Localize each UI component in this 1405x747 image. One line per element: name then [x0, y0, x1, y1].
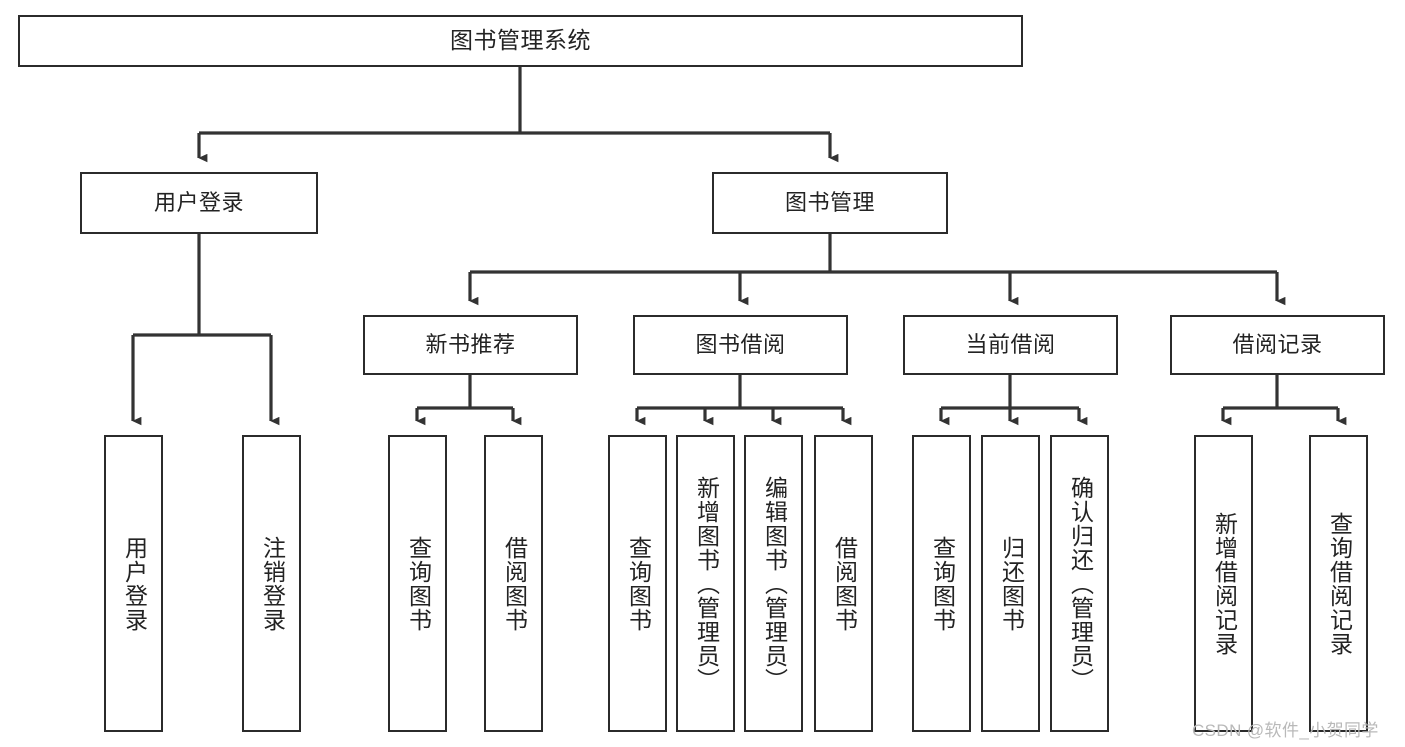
leaf-current-query-book-label: 查询图书	[929, 535, 956, 632]
leaf-borrow-borrow-book[interactable]: 借阅图书	[814, 435, 873, 732]
leaf-borrow-add-book-admin[interactable]: 新增图书（管理员）	[676, 435, 735, 732]
node-book-borrow[interactable]: 图书借阅	[633, 315, 848, 375]
leaf-current-confirm-return-admin[interactable]: 确认归还（管理员）	[1050, 435, 1109, 732]
leaf-user-login-login[interactable]: 用户登录	[104, 435, 163, 732]
leaf-recommend-borrow-book[interactable]: 借阅图书	[484, 435, 543, 732]
node-book-borrow-label: 图书借阅	[695, 331, 786, 357]
node-new-book-recommend[interactable]: 新书推荐	[363, 315, 578, 375]
node-borrow-record[interactable]: 借阅记录	[1170, 315, 1385, 375]
node-root-system[interactable]: 图书管理系统	[18, 15, 1023, 67]
leaf-record-query-record[interactable]: 查询借阅记录	[1309, 435, 1368, 732]
leaf-borrow-add-book-admin-label: 新增图书（管理员）	[693, 475, 720, 692]
node-user-login-label: 用户登录	[153, 189, 244, 215]
leaf-user-login-logout[interactable]: 注销登录	[242, 435, 301, 732]
node-root-system-label: 图书管理系统	[450, 27, 591, 54]
leaf-current-return-book[interactable]: 归还图书	[981, 435, 1040, 732]
leaf-user-login-login-label: 用户登录	[121, 535, 148, 632]
leaf-record-query-record-label: 查询借阅记录	[1326, 511, 1353, 656]
leaf-borrow-query-book[interactable]: 查询图书	[608, 435, 667, 732]
node-new-book-recommend-label: 新书推荐	[425, 331, 516, 357]
csdn-watermark: CSDN @软件_小贺同学	[1192, 721, 1379, 740]
leaf-borrow-query-book-label: 查询图书	[625, 535, 652, 632]
node-borrow-record-label: 借阅记录	[1232, 331, 1323, 357]
leaf-borrow-borrow-book-label: 借阅图书	[831, 535, 858, 632]
leaf-record-add-record[interactable]: 新增借阅记录	[1194, 435, 1253, 732]
leaf-recommend-query-book[interactable]: 查询图书	[388, 435, 447, 732]
leaf-record-add-record-label: 新增借阅记录	[1211, 511, 1238, 656]
node-book-management[interactable]: 图书管理	[712, 172, 948, 234]
node-user-login[interactable]: 用户登录	[80, 172, 318, 234]
node-current-borrow-label: 当前借阅	[965, 331, 1056, 357]
node-book-management-label: 图书管理	[784, 189, 875, 215]
leaf-current-return-book-label: 归还图书	[998, 535, 1025, 632]
node-current-borrow[interactable]: 当前借阅	[903, 315, 1118, 375]
leaf-user-login-logout-label: 注销登录	[259, 535, 286, 632]
leaf-borrow-edit-book-admin-label: 编辑图书（管理员）	[761, 475, 788, 692]
leaf-recommend-borrow-book-label: 借阅图书	[501, 535, 528, 632]
leaf-current-confirm-return-admin-label: 确认归还（管理员）	[1067, 475, 1094, 692]
leaf-current-query-book[interactable]: 查询图书	[912, 435, 971, 732]
leaf-recommend-query-book-label: 查询图书	[405, 535, 432, 632]
leaf-borrow-edit-book-admin[interactable]: 编辑图书（管理员）	[744, 435, 803, 732]
